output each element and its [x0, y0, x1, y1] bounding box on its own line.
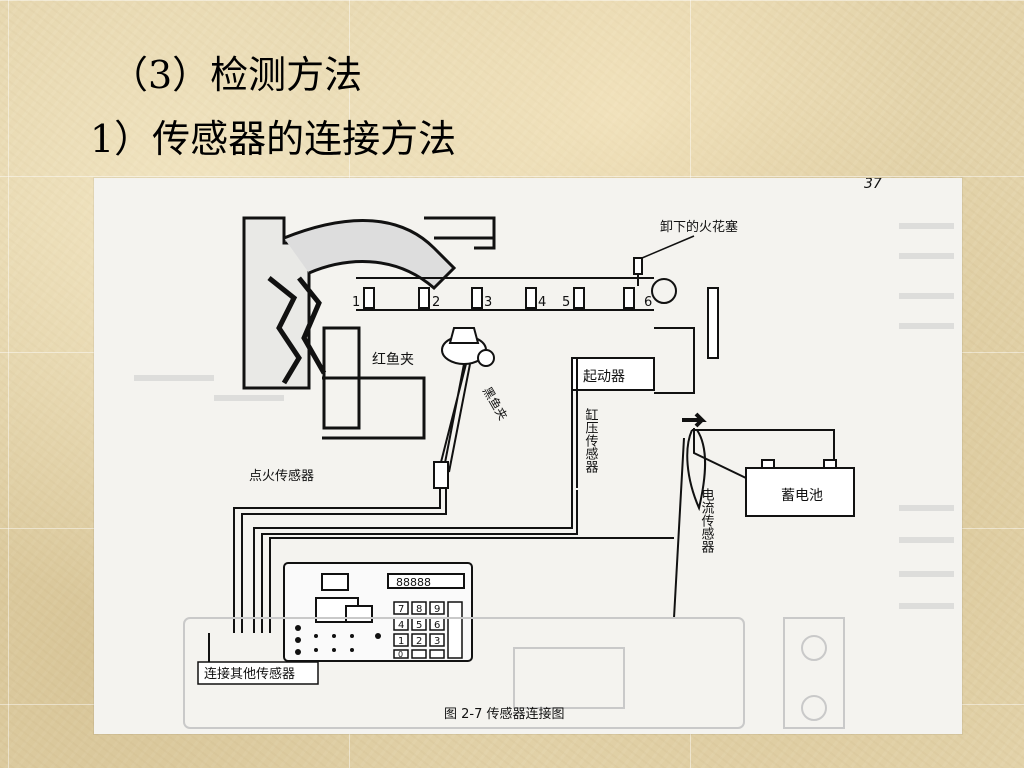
- current-sensor-label: 电流传感器: [699, 488, 715, 554]
- cylinder-number: 2: [432, 295, 440, 310]
- connect-other-sensors-label: 连接其他传感器: [204, 666, 295, 682]
- keypad-key: 3: [434, 636, 440, 647]
- cylinder-number: 6: [644, 295, 652, 310]
- battery-label: 蓄电池: [781, 488, 823, 504]
- sensor-connection-diagram: 37 1 2 3 4 5 6 红鱼夹 黑鱼夹: [134, 178, 954, 729]
- background-scan-text-lines: [134, 223, 954, 609]
- background-scan-illustration: [183, 617, 845, 729]
- sensor-cable-bundle: [208, 488, 674, 674]
- distributor: [438, 327, 495, 473]
- section-heading: （3）检测方法: [110, 53, 363, 97]
- keypad-key: 0: [398, 650, 403, 659]
- subsection-heading: 1）传感器的连接方法: [90, 117, 457, 161]
- keypad-key: 8: [416, 604, 422, 615]
- keypad-key: 5: [416, 620, 422, 631]
- keypad-key: 4: [398, 620, 404, 631]
- analyzer-keypad: [393, 601, 463, 659]
- cylinder-number: 1: [352, 295, 360, 310]
- removed-spark-plug-label: 卸下的火花塞: [660, 219, 738, 235]
- keypad-key: 6: [434, 620, 440, 631]
- keypad-key: 7: [398, 604, 404, 615]
- starter-label: 起动器: [583, 369, 625, 385]
- cylinder-pressure-sensor-label: 缸压传感器: [583, 407, 599, 474]
- cylinder-number: 3: [484, 295, 492, 310]
- cylinder-numbers: 1 2 3 4 5 6: [352, 295, 652, 310]
- black-clip-label: 黑鱼夹: [480, 384, 510, 422]
- display-readout: 88888: [396, 576, 431, 589]
- cylinder-number: 4: [538, 295, 546, 310]
- cylinder-pressure-sensor: [571, 358, 578, 490]
- keypad-key: 9: [434, 604, 440, 615]
- keypad-key: 1: [398, 636, 404, 647]
- leader-line: [641, 235, 695, 259]
- connect-other-sensors-box: [197, 661, 319, 685]
- battery-cable: [693, 428, 747, 479]
- red-clip-label: 红鱼夹: [372, 351, 414, 368]
- figure-caption: 图 2-7 传感器连接图: [444, 706, 565, 722]
- keypad-key: 2: [416, 636, 422, 647]
- ignition-sensor-label: 点火传感器: [249, 468, 314, 484]
- ignition-sensor: [433, 461, 449, 489]
- spark-plug-row: [356, 277, 654, 311]
- starter-motor: [571, 327, 695, 394]
- page-number: 37: [864, 178, 882, 192]
- analyzer-ports: [295, 625, 381, 655]
- battery: [745, 459, 855, 517]
- engine-block: [242, 216, 496, 440]
- removed-spark-plug: [633, 257, 719, 359]
- sensor-connection-figure: 37 1 2 3 4 5 6 红鱼夹 黑鱼夹: [94, 178, 962, 734]
- cylinder-number: 5: [562, 295, 570, 310]
- keypad-digits: 7 8 9 4 5 6 1 2 3 0: [398, 604, 440, 659]
